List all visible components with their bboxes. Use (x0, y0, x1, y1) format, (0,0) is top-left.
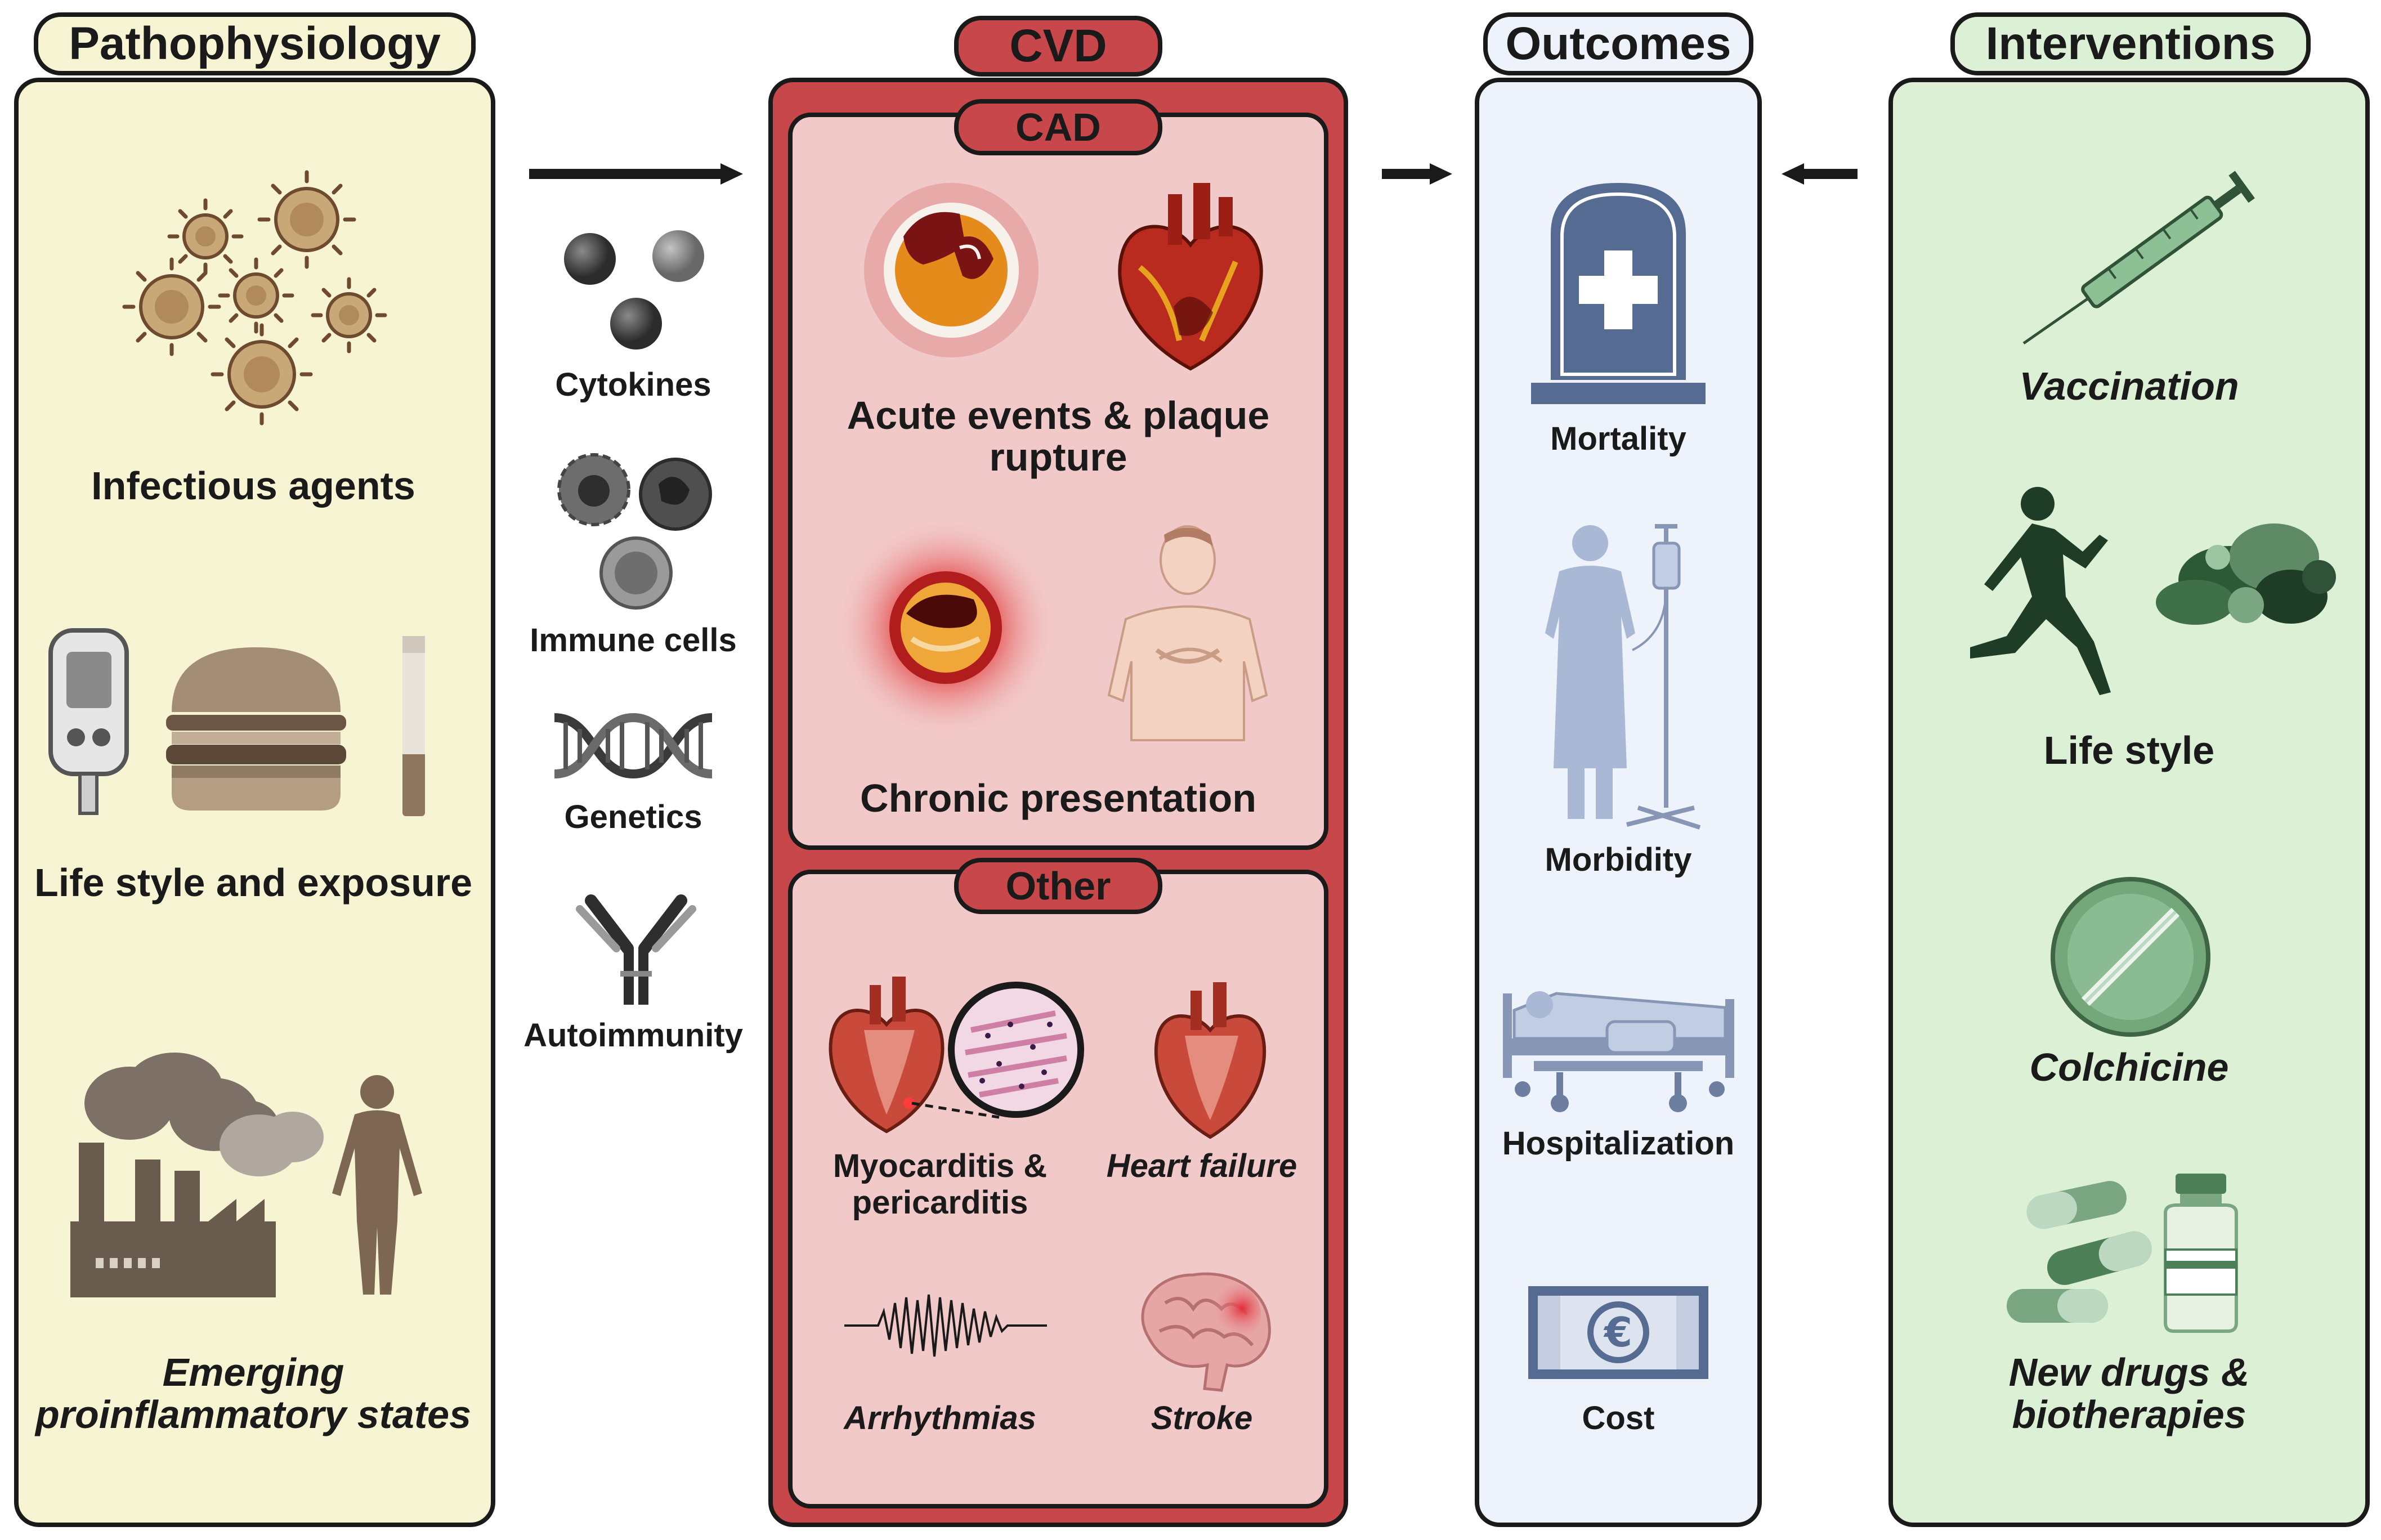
arrhythmias-label: Arrhythmias (844, 1400, 1036, 1436)
immune-cells-icon (557, 453, 712, 610)
genetics-label: Genetics (564, 799, 702, 835)
vaccination-label: Vaccination (2019, 364, 2239, 408)
emerging-states-label-line2: proinflammatory states (35, 1393, 472, 1436)
outcomes-title: Outcomes (1483, 12, 1753, 75)
acute-events-label-line1: Acute events & plaque (847, 393, 1270, 437)
acute-events-label-line2: rupture (989, 435, 1127, 479)
myocarditis-label-line2: pericarditis (852, 1184, 1028, 1221)
interventions-panel (1888, 78, 2370, 1527)
ecg-wave-icon (844, 1294, 1047, 1357)
inflamed-artery-icon (833, 515, 1058, 740)
stroke-label: Stroke (1151, 1400, 1253, 1436)
pill-tablet-icon (2051, 877, 2210, 1037)
emerging-states-label-line1: Emerging (162, 1350, 344, 1394)
arrow-patho-to-cvd (529, 163, 743, 185)
other-title: Other (954, 858, 1162, 914)
tombstone-cross-icon (1531, 183, 1706, 404)
antibody-icon (576, 894, 696, 1005)
autoimmunity-label: Autoimmunity (523, 1017, 743, 1054)
mortality-label: Mortality (1550, 420, 1686, 457)
life-style-intervention-label: Life style (2043, 728, 2215, 772)
heart-icon (1118, 183, 1263, 371)
morbidity-label: Morbidity (1545, 841, 1692, 878)
new-drugs-label-line2: biotherapies (2012, 1393, 2246, 1436)
dna-helix-icon (554, 713, 713, 779)
heart-failure-icon (1154, 982, 1266, 1139)
hospital-bed-icon (1503, 991, 1734, 1112)
virus-icon (122, 170, 387, 426)
cost-label: Cost (1582, 1400, 1655, 1436)
pathophysiology-title: Pathophysiology (34, 12, 476, 75)
cvd-title: CVD (954, 16, 1162, 77)
arrow-interventions-to-outcomes (1782, 163, 1858, 185)
runner-vegetables-icon (1970, 487, 2336, 695)
immune-cells-label: Immune cells (530, 622, 737, 659)
chest-pain-person-icon (1107, 525, 1268, 741)
cad-title: CAD (954, 99, 1162, 155)
infectious-agents-label: Infectious agents (91, 464, 415, 508)
new-drugs-label-line1: New drugs & (2008, 1350, 2250, 1394)
interventions-title: Interventions (1950, 12, 2311, 75)
life-style-exposure-label: Life style and exposure (34, 861, 473, 905)
arrow-cvd-to-outcomes (1382, 163, 1452, 185)
heart-failure-label: Heart failure (1106, 1148, 1297, 1184)
svg-text:€: € (1603, 1309, 1632, 1356)
plaque-artery-icon (864, 183, 1039, 357)
cytokine-spheres-icon (564, 230, 704, 350)
glucometer-burger-cigarette-icon (48, 628, 425, 816)
myocarditis-heart-icon (829, 977, 1084, 1134)
myocarditis-label-line1: Myocarditis & (833, 1148, 1048, 1184)
colchicine-label: Colchicine (2029, 1045, 2229, 1089)
patient-iv-drip-icon (1545, 524, 1701, 830)
other-box (788, 870, 1328, 1508)
syringe-icon (2022, 171, 2255, 345)
factory-smoke-person-icon (70, 1053, 422, 1297)
hospitalization-label: Hospitalization (1502, 1125, 1735, 1162)
brain-icon (1141, 1272, 1271, 1392)
capsules-vial-icon (2007, 1174, 2238, 1333)
chronic-presentation-label: Chronic presentation (860, 776, 1256, 820)
euro-banknote-icon: € (1528, 1286, 1708, 1379)
cytokines-label: Cytokines (555, 366, 711, 403)
